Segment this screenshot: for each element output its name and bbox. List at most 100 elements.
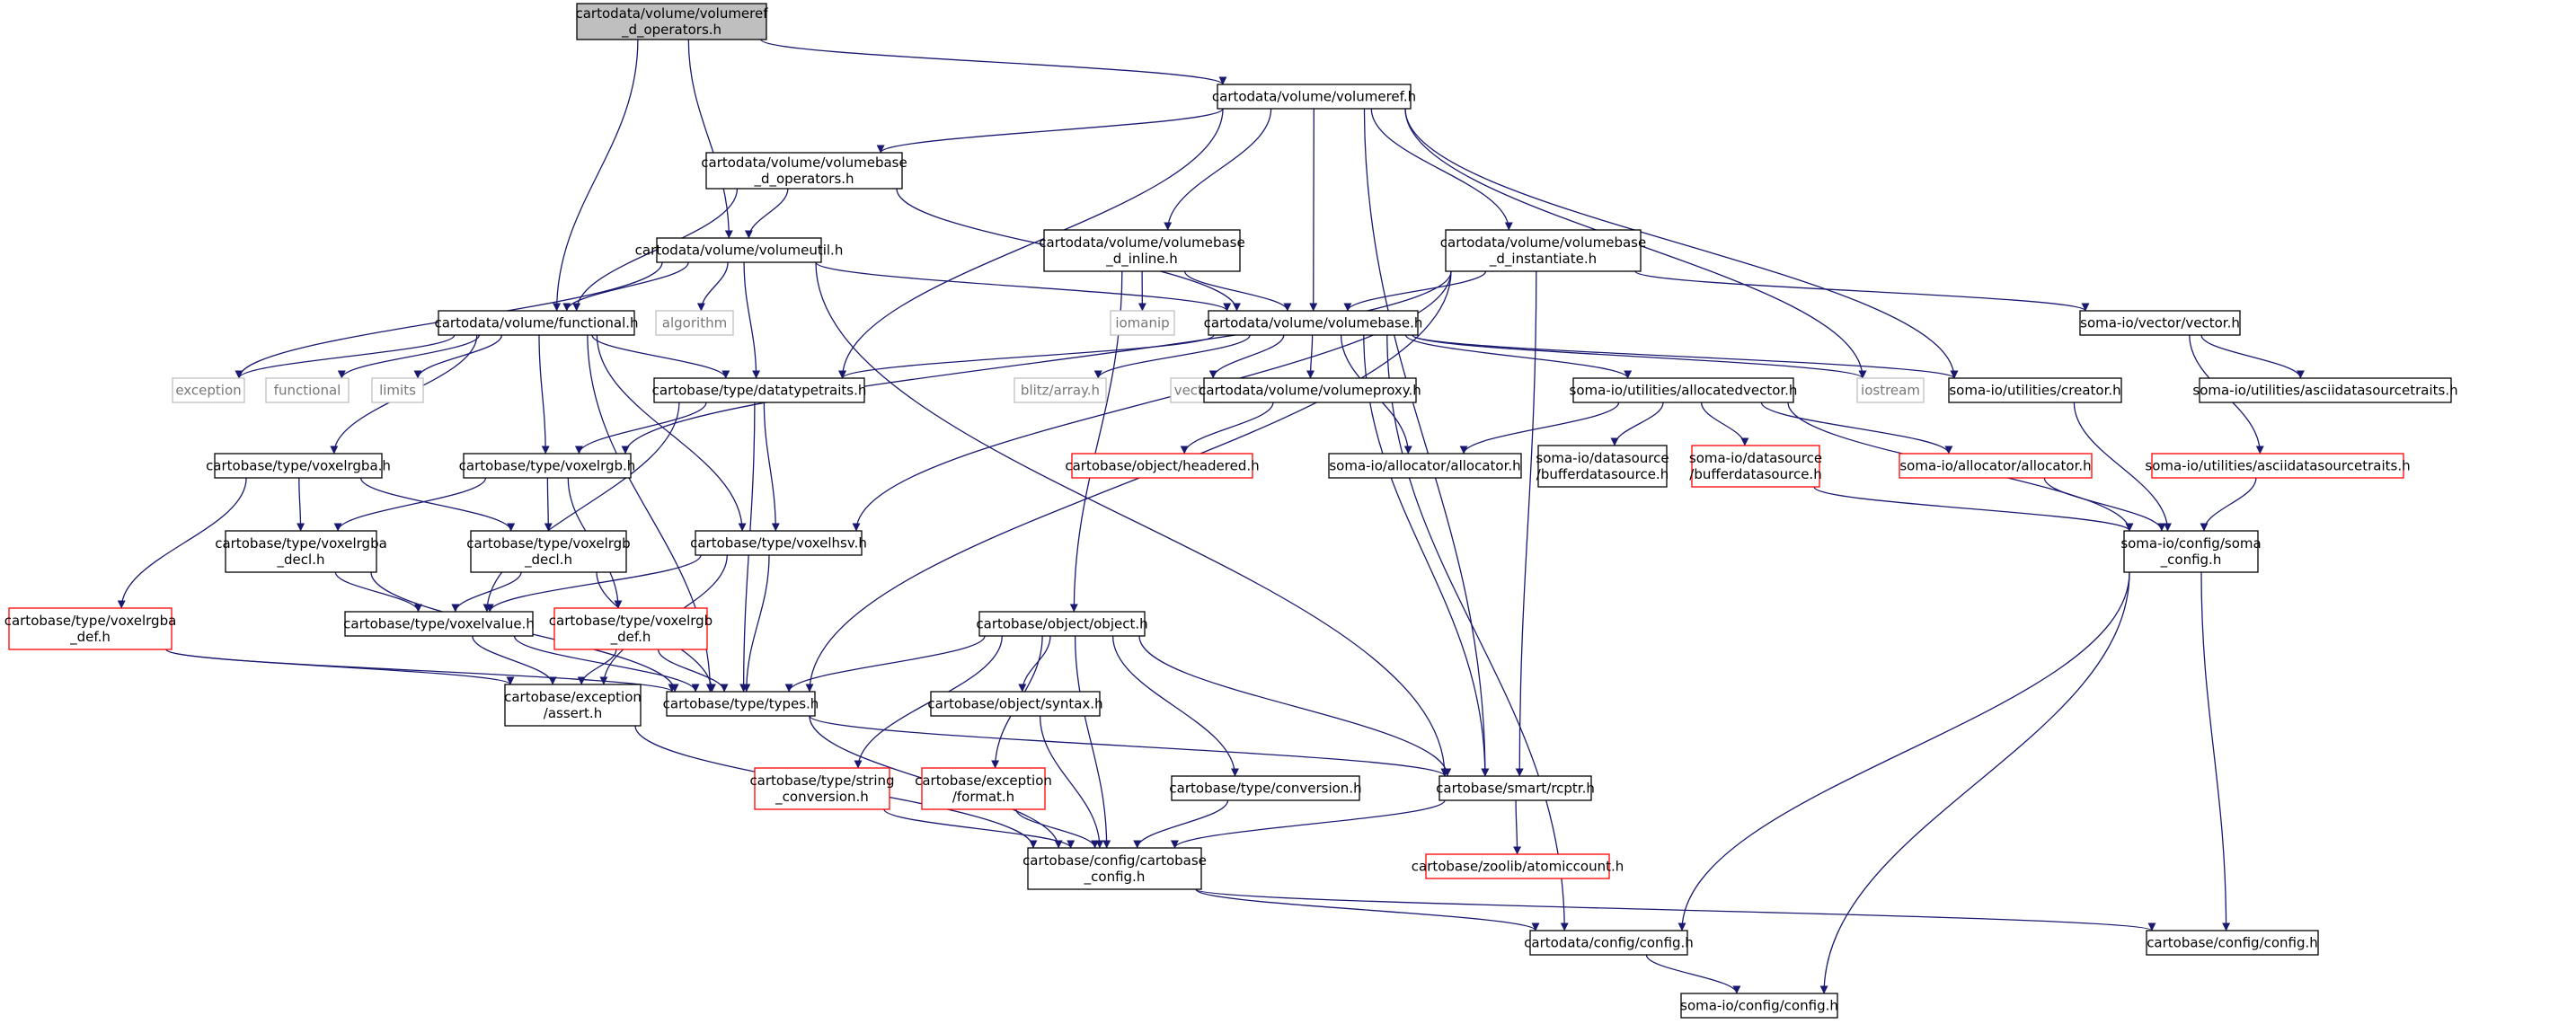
node-asciitraits-h[interactable]: soma-io/utilities/asciidatasourcetraits.… (2192, 377, 2458, 403)
node-label: _def.h (610, 629, 651, 646)
node-cdconfig[interactable]: cartodata/config/config.h (1524, 930, 1694, 956)
edge-vref-to-vbase-inline (1164, 108, 1272, 231)
node-vrgba[interactable]: cartobase/type/voxelrgba.h (206, 453, 391, 479)
node-allocvec[interactable]: soma-io/utilities/allocatedvector.h (1570, 377, 1798, 403)
node-rcptr[interactable]: cartobase/smart/rcptr.h (1436, 775, 1595, 801)
edge-object-to-cbconfig (1074, 635, 1111, 849)
edge-somaconfig-to-cdconfig (1677, 571, 2130, 931)
node-somaioconfig[interactable]: soma-io/config/config.h (1680, 993, 1838, 1019)
node-cbconfig2[interactable]: cartobase/config/config.h (2146, 930, 2319, 956)
edge-creator-to-somaconfig (2073, 402, 2172, 532)
node-vbase-inline[interactable]: cartodata/volume/volumebase_d_inline.h (1039, 229, 1245, 272)
node-label: cartobase/type/voxelrgba (4, 613, 177, 629)
edge-vref-to-creator (1404, 108, 1959, 379)
edge-vvalue-to-assert (472, 635, 557, 685)
node-creator[interactable]: soma-io/utilities/creator.h (1948, 377, 2122, 403)
node-vbase[interactable]: cartodata/volume/volumebase.h (1204, 310, 1423, 336)
node-box (1208, 310, 1419, 336)
node-bufferds[interactable]: soma-io/datasource/bufferdatasource.h (1536, 445, 1669, 488)
node-strconv[interactable]: cartobase/type/string_conversion.h (749, 767, 895, 810)
node-vbase-d-ops[interactable]: cartodata/volume/volumebase_d_operators.… (701, 152, 907, 190)
node-iostream[interactable]: iostream (1856, 377, 1925, 403)
edge-vrgb-def-to-types (657, 649, 729, 693)
node-vbase-inst[interactable]: cartodata/volume/volumebase_d_instantiat… (1440, 229, 1646, 272)
node-label: cartobase/type/types.h (663, 696, 819, 712)
node-label: cartobase/type/voxelrgb (466, 535, 630, 552)
node-label: cartodata/volume/functional.h (434, 315, 638, 331)
node-assert[interactable]: cartobase/exception/assert.h (504, 684, 642, 727)
edge-allocator-r-to-somaconfig (2043, 477, 2166, 532)
node-conversion[interactable]: cartobase/type/conversion.h (1169, 775, 1362, 801)
node-allocator-a[interactable]: soma-io/allocator/allocator.h (1328, 453, 1522, 479)
edge-asciitraits-r-to-somaconfig (2200, 477, 2257, 532)
node-vrgb-def[interactable]: cartobase/type/voxelrgb_def.h (549, 607, 713, 650)
node-headered[interactable]: cartobase/object/headered.h (1065, 453, 1260, 479)
node-object[interactable]: cartobase/object/object.h (976, 611, 1148, 637)
node-box (2123, 530, 2259, 573)
node-box (1027, 847, 1202, 890)
edge-vrgb-def-to-assert (577, 649, 617, 685)
node-vrgba-decl[interactable]: cartobase/type/voxelrgba_decl.h (215, 530, 387, 573)
node-label: cartodata/volume/volumebase (1039, 234, 1244, 251)
node-algorithm[interactable]: algorithm (655, 310, 734, 336)
node-vref[interactable]: cartodata/volume/volumeref.h (1212, 84, 1416, 110)
node-box (225, 530, 377, 573)
node-types[interactable]: cartobase/type/types.h (663, 691, 819, 717)
edge-rcptr-to-cbconfig (1171, 799, 1446, 849)
node-box (1948, 377, 2122, 403)
node-box (930, 691, 1101, 717)
node-box (666, 691, 816, 717)
node-box (214, 453, 383, 479)
edge-vutil-to-dtt (743, 261, 761, 379)
node-box (576, 3, 767, 40)
node-label: soma-io/utilities/asciidatasourcetraits.… (2192, 383, 2457, 399)
node-vproxy[interactable]: cartodata/volume/volumeproxy.h (1199, 377, 1421, 403)
node-vrgba-def[interactable]: cartobase/type/voxelrgba_def.h (4, 607, 177, 650)
node-vref-d-ops[interactable]: cartodata/volume/volumeref_d_operators.h (575, 3, 768, 40)
node-label: _decl.h (277, 552, 325, 569)
node-limits[interactable]: limits (371, 377, 424, 403)
node-iomanip[interactable]: iomanip (1110, 310, 1175, 336)
edge-vrgba-def-to-assert (165, 649, 515, 685)
edge-vrgb-to-vrgba-decl (333, 477, 487, 532)
node-box (504, 684, 642, 727)
node-cbconfig[interactable]: cartobase/config/cartobase_config.h (1022, 847, 1207, 890)
node-label: soma-io/vector/vector.h (2080, 315, 2240, 331)
node-somaconfig[interactable]: soma-io/config/soma_config.h (2120, 530, 2262, 573)
node-box (463, 453, 632, 479)
node-box (172, 377, 245, 403)
edge-vutil-to-functional-h (562, 261, 689, 312)
node-asciitraits-r[interactable]: soma-io/utilities/asciidatasourcetraits.… (2145, 453, 2411, 479)
node-format[interactable]: cartobase/exception/format.h (915, 767, 1052, 810)
node-label: functional (274, 383, 341, 399)
node-somavector[interactable]: soma-io/vector/vector.h (2079, 310, 2241, 336)
edge-vrgb-to-vrgb-decl (544, 477, 553, 532)
edge-vbase-inst-to-rcptr (1515, 270, 1537, 777)
node-vrgb-decl[interactable]: cartobase/type/voxelrgb_decl.h (466, 530, 631, 573)
node-box (553, 607, 708, 650)
edge-dtt-to-vrgb (574, 402, 707, 455)
edge-vrgb-decl-to-vvalue (451, 571, 522, 613)
node-exception[interactable]: exception (172, 377, 245, 403)
edge-vrgba-decl-to-vvalue (334, 571, 422, 613)
node-label: cartobase/object/syntax.h (927, 696, 1102, 712)
node-atomic[interactable]: cartobase/zoolib/atomiccount.h (1412, 853, 1624, 879)
node-dtt[interactable]: cartobase/type/datatypetraits.h (652, 377, 867, 403)
edge-vutil-to-algorithm (696, 261, 729, 312)
edge-vbase-inst-to-vrgb (621, 270, 1452, 455)
node-blitz[interactable]: blitz/array.h (1014, 377, 1107, 403)
node-allocator-r[interactable]: soma-io/allocator/allocator.h (1899, 453, 2093, 479)
node-label: cartodata/volume/volumeproxy.h (1199, 383, 1421, 399)
node-functional-h[interactable]: cartodata/volume/functional.h (434, 310, 639, 336)
node-functional[interactable]: functional (265, 377, 350, 403)
node-syntax[interactable]: cartobase/object/syntax.h (927, 691, 1103, 717)
node-bufferds-r[interactable]: soma-io/datasource/bufferdatasource.h (1689, 445, 1822, 488)
node-box (1203, 377, 1417, 403)
node-vhsv[interactable]: cartobase/type/voxelhsv.h (690, 530, 867, 556)
edge-rcptr-to-atomic (1513, 799, 1522, 855)
node-label: _def.h (69, 629, 111, 646)
node-vutil[interactable]: cartodata/volume/volumeutil.h (635, 237, 844, 263)
node-vvalue[interactable]: cartobase/type/voxelvalue.h (343, 611, 535, 637)
node-vrgb[interactable]: cartobase/type/voxelrgb.h (459, 453, 636, 479)
edge-vbase-to-iostream (1412, 334, 1867, 379)
